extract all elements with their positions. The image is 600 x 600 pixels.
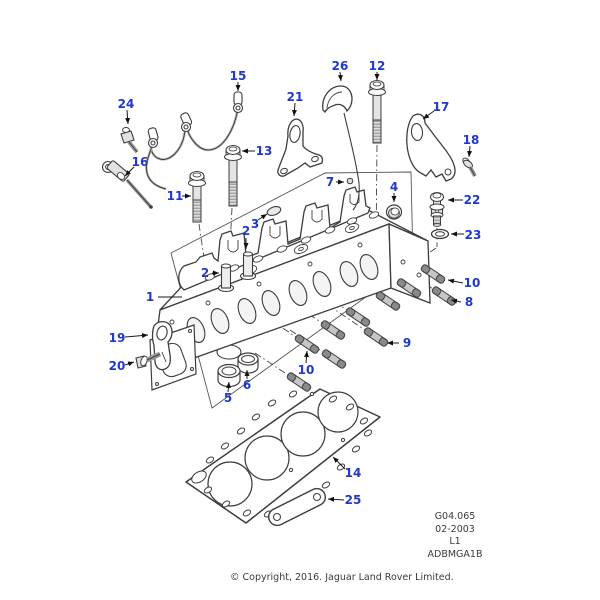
callout-3[interactable]: 3 [250, 217, 260, 231]
part-1-cylinder-head [149, 186, 431, 391]
callout-12[interactable]: 12 [368, 59, 386, 73]
part-11-bolt [188, 170, 206, 223]
callout-14[interactable]: 14 [344, 466, 362, 480]
callout-11[interactable]: 11 [166, 189, 184, 203]
callout-22[interactable]: 22 [463, 193, 481, 207]
part-5-seal-ring [217, 363, 241, 388]
part-14-head-gasket [185, 388, 381, 524]
part-26-cover [322, 85, 360, 211]
callout-20[interactable]: 20 [108, 359, 126, 373]
callout-4[interactable]: 4 [389, 180, 399, 194]
figure-ref: ADBMGA1B [427, 548, 483, 560]
part-22-fitting [429, 191, 445, 227]
callout-10[interactable]: 10 [297, 363, 315, 377]
callout-23[interactable]: 23 [464, 228, 482, 242]
part-2-valve-guides [217, 251, 257, 293]
callout-6[interactable]: 6 [242, 378, 252, 392]
part-20-bolt [135, 351, 162, 369]
part-23-washer [430, 228, 450, 240]
part-13-bolt [224, 144, 242, 207]
callout-1[interactable]: 1 [145, 290, 155, 304]
figure-date: 02-2003 [435, 523, 475, 535]
part-15-harness [145, 91, 244, 191]
callout-7[interactable]: 7 [325, 175, 335, 189]
callout-5[interactable]: 5 [223, 391, 233, 405]
callout-leader-lines [124, 71, 473, 502]
callout-16[interactable]: 16 [131, 155, 149, 169]
part-4-core-plug [385, 204, 403, 220]
copyright-text: © Copyright, 2016. Jaguar Land Rover Lim… [230, 572, 454, 583]
callout-15[interactable]: 15 [229, 69, 247, 83]
part-12-bolt [368, 79, 386, 144]
part-3-plug [266, 205, 282, 217]
part-7-plug [346, 177, 354, 185]
figure-info: G04.065 02-2003 L1 ADBMGA1B [395, 511, 515, 561]
callout-2[interactable]: 2 [241, 224, 251, 238]
part-25-link [268, 487, 326, 527]
callout-8[interactable]: 8 [464, 295, 474, 309]
parts-8-9-10-studs [286, 264, 457, 392]
callout-17[interactable]: 17 [432, 100, 450, 114]
figure-code: G04.065 [434, 511, 476, 522]
part-24-sensor [120, 127, 139, 154]
callout-9[interactable]: 9 [402, 336, 412, 350]
callout-26[interactable]: 26 [331, 59, 349, 73]
callout-24[interactable]: 24 [117, 97, 135, 111]
callout-19[interactable]: 19 [108, 331, 126, 345]
callout-25[interactable]: 25 [344, 493, 362, 507]
part-18-bolt [462, 157, 477, 177]
callout-13[interactable]: 13 [255, 144, 273, 158]
assembly-outline-box [170, 171, 414, 409]
figure-sheet: L1 [449, 536, 461, 548]
part-6-seal-ring [237, 352, 259, 374]
part-17-bracket [406, 113, 456, 182]
callout-2[interactable]: 2 [200, 266, 210, 280]
part-21-bracket [277, 118, 324, 177]
part-19-bracket [151, 320, 173, 371]
part-16-glow-plug [101, 160, 153, 209]
callout-18[interactable]: 18 [462, 133, 480, 147]
callout-10[interactable]: 10 [463, 276, 481, 290]
callout-21[interactable]: 21 [286, 90, 304, 104]
